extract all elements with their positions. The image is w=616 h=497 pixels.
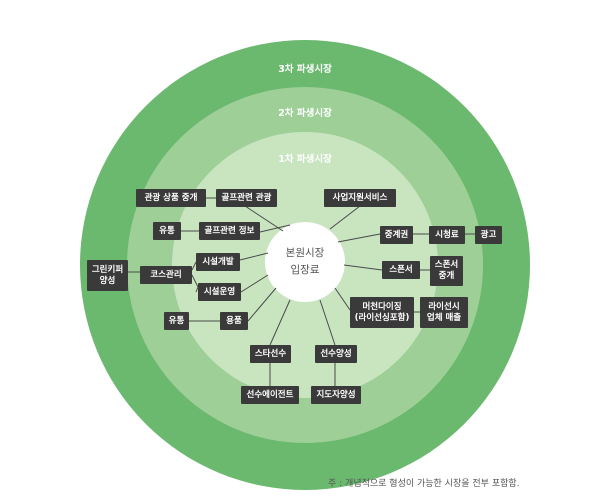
- box-star-player: 스타선수: [250, 345, 291, 363]
- ring-2nd-label: 2차 파생시장: [278, 107, 332, 119]
- box-distribution-2: 유통: [164, 312, 189, 330]
- box-golf-tourism: 골프관련 관광: [216, 189, 277, 207]
- footnote: 주 : 개념적으로 형성이 가능한 시장을 전부 포함함.: [328, 479, 520, 489]
- box-facility-dev: 시설개발: [196, 253, 240, 271]
- ring-1st-label: 1차 파생시장: [278, 153, 332, 165]
- box-player-training: 선수양성: [315, 345, 357, 363]
- box-sponsor-broker: 스폰서 중개: [430, 256, 463, 286]
- box-business-support: 사업지원서비스: [324, 189, 396, 207]
- core-circle: [265, 222, 345, 302]
- ring-3rd-label: 3차 파생시장: [278, 63, 332, 75]
- box-license-sales: 라이선시 업체 매출: [420, 297, 468, 328]
- box-sponsor: 스폰서: [382, 261, 420, 279]
- core-line-2: 입장료: [291, 263, 320, 276]
- box-player-agent: 선수에이전트: [241, 386, 299, 404]
- box-distribution-1: 유통: [153, 222, 181, 240]
- box-course-management: 코스관리: [140, 266, 192, 284]
- box-golf-info: 골프관련 정보: [199, 222, 260, 240]
- box-broadcast-rights: 중계권: [380, 226, 413, 244]
- box-advertising: 광고: [475, 226, 502, 244]
- box-facility-ops: 시설운영: [198, 283, 241, 301]
- core-line-1: 본원시장: [286, 247, 325, 259]
- box-coach-training: 지도자양성: [311, 386, 361, 404]
- box-merchandising: 머천다이징 (라이선싱포함): [350, 297, 414, 328]
- box-audience-ratings: 시청료: [429, 226, 465, 244]
- box-green-keeper: 그린키퍼 양성: [87, 260, 128, 291]
- box-equipment: 용품: [220, 312, 248, 330]
- box-tour-product-broker: 관광 상품 중개: [136, 189, 206, 207]
